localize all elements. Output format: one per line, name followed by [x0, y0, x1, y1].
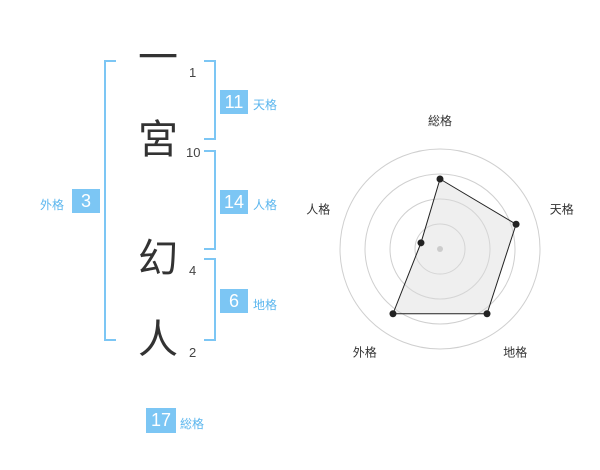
radar-axis-label-4: 外格 — [353, 345, 377, 360]
tenkaku-label: 天格 — [253, 98, 278, 112]
jinkaku-label: 人格 — [253, 198, 278, 212]
radar-point-2 — [512, 220, 520, 228]
radar-ring — [389, 198, 491, 300]
radar-axis-label-2: 天格 — [550, 201, 574, 216]
jinkaku-value: 14 — [220, 190, 248, 214]
stroke-count-4: 2 — [189, 345, 197, 360]
chikaku-bracket — [204, 258, 216, 341]
radar-ring — [414, 223, 466, 275]
radar-point-4 — [389, 310, 397, 318]
chikaku-value: 6 — [220, 289, 248, 313]
radar-ring — [339, 148, 541, 350]
chikaku-label: 地格 — [253, 298, 278, 312]
stroke-count-2: 10 — [186, 145, 201, 160]
gaikaku-bracket — [104, 60, 116, 341]
radar-point-3 — [483, 310, 491, 318]
radar-series-area — [392, 178, 517, 315]
radar-point-1 — [436, 175, 444, 183]
gaikaku-value: 3 — [72, 189, 100, 213]
name-char-3: 幻 — [138, 236, 178, 282]
stroke-count-3: 4 — [189, 263, 197, 278]
jinkaku-bracket — [204, 150, 216, 250]
soukaku-label: 総格 — [180, 417, 205, 431]
radar-axis-label-5: 人格 — [306, 201, 330, 216]
radar-axis-label-1: 総格 — [428, 113, 452, 128]
soukaku-value: 17 — [146, 408, 176, 433]
radar-center-dot — [437, 246, 443, 252]
radar-axis-label-3: 地格 — [503, 345, 527, 360]
radar-point-5 — [417, 239, 425, 247]
tenkaku-value: 11 — [220, 90, 248, 114]
name-char-4: 人 — [138, 317, 178, 363]
name-char-1: 一 — [138, 35, 178, 81]
stroke-count-1: 1 — [189, 65, 197, 80]
name-char-2: 宮 — [138, 117, 178, 163]
gaikaku-label: 外格 — [40, 198, 65, 212]
radar-ring — [364, 173, 516, 325]
tenkaku-bracket — [204, 60, 216, 140]
